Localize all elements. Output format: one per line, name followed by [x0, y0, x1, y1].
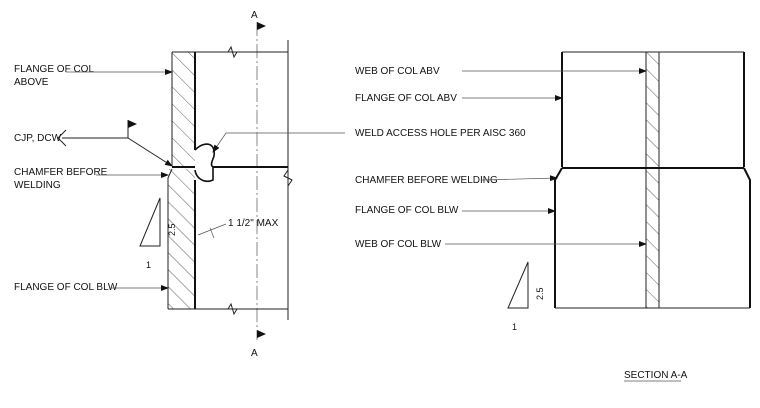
- weld-access-leader: [212, 132, 345, 153]
- lower-col-left: [554, 167, 563, 308]
- slope-rise-label: 2.5: [167, 223, 177, 236]
- flange-above-label-2: ABOVE: [14, 77, 49, 88]
- right-chamfer-leader: [481, 175, 558, 182]
- weld-symbol-tail: [57, 129, 67, 147]
- weld-access-hole: [194, 143, 215, 183]
- right-chamfer-label: CHAMFER BEFORE WELDING: [355, 175, 498, 186]
- weld-symbol-label: CJP, DCW: [14, 133, 62, 144]
- web-above-label: WEB OF COL ABV: [355, 66, 440, 77]
- break-mark-bottom: [227, 302, 238, 316]
- break-mark-right: [283, 169, 293, 187]
- web-below-label: WEB OF COL BLW: [355, 239, 442, 250]
- max-dim-line: [197, 223, 227, 236]
- break-mark-top: [227, 45, 238, 59]
- chamfer-label: CHAMFER BEFORE: [14, 167, 108, 178]
- section-marker-bottom: A: [251, 348, 258, 359]
- lower-flange-hatch: [168, 169, 195, 309]
- right-flange-above-label: FLANGE OF COL ABV: [355, 93, 457, 104]
- slope-triangle: [139, 197, 161, 247]
- right-detail: WEB OF COL ABV FLANGE OF COL ABV CHAMFER…: [355, 51, 751, 382]
- weld-symbol-leader: [127, 137, 173, 167]
- right-slope-rise-label: 2.5: [535, 287, 545, 300]
- max-dim-label: 1 1/2" MAX: [228, 218, 279, 229]
- weld-flag-icon: [128, 120, 137, 128]
- flange-above-label: FLANGE OF COL: [14, 64, 94, 75]
- section-title: SECTION A-A: [624, 370, 688, 381]
- section-marker-top: A: [251, 10, 258, 21]
- lower-flange-edge-left: [167, 168, 173, 309]
- chamfer-label-2: WELDING: [14, 180, 61, 191]
- right-flange-below-label: FLANGE OF COL BLW: [355, 205, 459, 216]
- lower-col-right: [743, 167, 751, 308]
- slope-run-label: 1: [146, 260, 151, 270]
- right-slope-run-label: 1: [512, 322, 517, 332]
- flange-below-label: FLANGE OF COL BLW: [14, 282, 118, 293]
- max-dim-tick: [209, 227, 215, 239]
- section-flag-bottom: [257, 330, 266, 338]
- left-detail: A A CJP, DCW FLANGE OF COL ABOVE: [14, 10, 526, 359]
- upper-flange-hatch: [172, 52, 195, 166]
- section-flag-top: [257, 22, 266, 30]
- right-slope-triangle: [507, 261, 529, 309]
- web-hatch: [646, 52, 659, 308]
- weld-access-label: WELD ACCESS HOLE PER AISC 360: [355, 128, 526, 139]
